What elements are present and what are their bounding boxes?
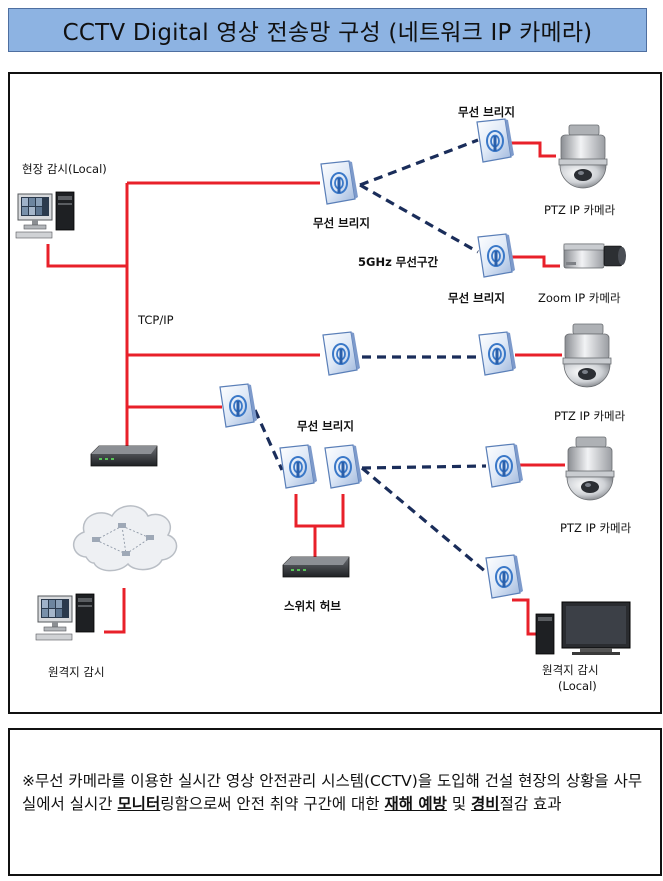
remote-monitor-display-icon [535,601,631,655]
wireless-bridge-icon [320,160,359,205]
wired-link-remote-right [512,598,536,636]
wired-link-zoom [512,255,560,268]
ptz-camera-icon [562,323,612,388]
label-bridge-top-right: 무선 브리지 [458,105,515,119]
label-zoom-camera: Zoom IP 카메라 [538,291,621,305]
wired-links [46,141,565,636]
wireless-bridge-icon [322,331,361,376]
label-remote-monitor-left: 원격지 감시 [48,665,105,679]
remote-monitor-pc-icon [35,593,95,641]
note-part-1: ※무선 카메라를 이용한 실시간 영상 안전관리 시스템(CCTV)을 도입해 … [22,772,643,813]
wireless-link-switch-bridge [253,409,284,471]
wireless-bridge-icon [476,118,515,163]
zoom-camera-icon [563,243,626,269]
label-switch-hub: 스위치 허브 [284,599,341,613]
wireless-link-low-ptz [361,464,487,470]
label-ptz-camera-2: PTZ IP 카메라 [554,409,626,423]
ptz-camera-icon [565,436,615,501]
label-bridge-zoom: 무선 브리지 [448,291,505,305]
label-remote-monitor-right-sub: (Local) [558,679,597,693]
label-site-monitor: 현장 감시(Local) [22,162,107,176]
wired-link-site-pc [46,244,127,268]
note-part-4: 절감 효과 [499,795,562,813]
label-bridge-mid: 무선 브리지 [297,419,354,433]
site-monitor-pc-icon [15,191,75,239]
label-remote-monitor-right: 원격지 감시 [542,663,599,677]
wired-link-bridges-hub [294,494,345,528]
switch-hub-icon [282,556,350,578]
note-bold-cost: 경비 [471,795,500,813]
label-5ghz: 5GHz 무선구간 [358,255,439,269]
wireless-bridge-icon [477,233,516,278]
note-bold-disaster: 재해 예방 [384,795,447,813]
ptz-camera-icon [558,124,608,189]
note-part-2: 링함으로써 안전 취약 구간에 대한 [160,795,385,813]
wireless-link-low-remote [360,466,488,574]
wireless-bridge-icon [324,444,363,489]
page-title: CCTV Digital 영상 전송망 구성 (네트워크 IP 카메라) [62,20,593,46]
wireless-bridge-icon [219,383,258,428]
wired-link-remote-left [104,588,126,634]
wireless-bridge-icon [279,444,318,489]
wireless-bridge-icon [485,443,524,488]
wired-link-ptz-1 [510,141,556,158]
title-bar: CCTV Digital 영상 전송망 구성 (네트워크 IP 카메라) [8,8,647,52]
wireless-links [253,138,488,574]
note-box: ※무선 카메라를 이용한 실시간 영상 안전관리 시스템(CCTV)을 도입해 … [8,728,662,876]
wireless-link-top-ptz [359,138,479,187]
label-tcpip: TCP/IP [137,313,174,327]
note-bold-monitor: 모니터 [117,795,161,813]
wireless-link-top-zoom [359,183,479,254]
wireless-bridge-icon [478,331,517,376]
label-ptz-camera-1: PTZ IP 카메라 [544,203,616,217]
label-bridge-top-center: 무선 브리지 [313,216,370,230]
label-ptz-camera-3: PTZ IP 카메라 [560,521,632,535]
note-text: ※무선 카메라를 이용한 실시간 영상 안전관리 시스템(CCTV)을 도입해 … [22,770,652,816]
router-icon [90,445,158,467]
wireless-bridge-icon [485,554,524,599]
note-part-3: 및 [446,795,472,813]
network-cloud-icon [73,505,178,572]
